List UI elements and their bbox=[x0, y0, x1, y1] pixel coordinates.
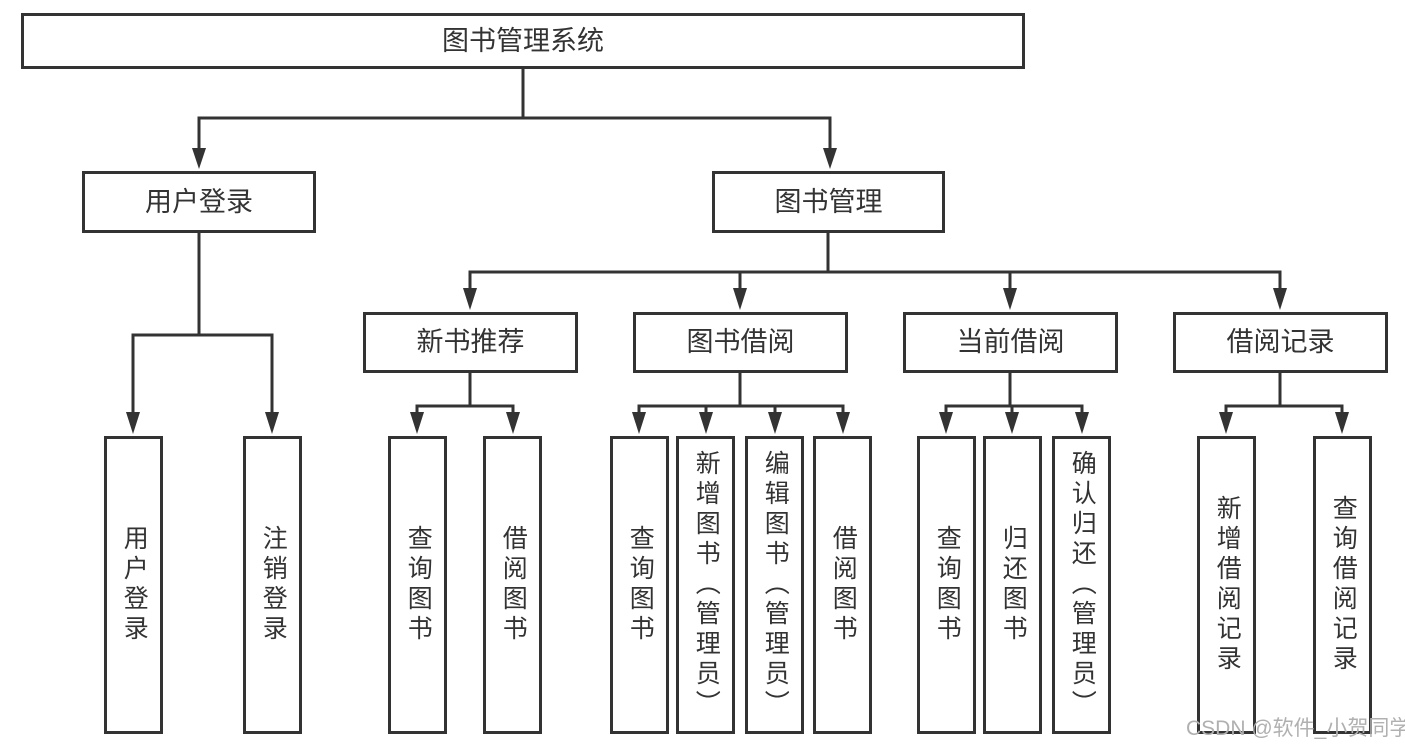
node-label: 注销登录 bbox=[259, 525, 288, 645]
node-label: 新书推荐 bbox=[416, 327, 525, 357]
node-label: 图书管理 bbox=[774, 186, 883, 217]
csdn-watermark: CSDN @软件_小贺同学 bbox=[1186, 717, 1405, 740]
node-label: 新增图书（管理员） bbox=[692, 450, 721, 720]
node-label: 查询图书 bbox=[404, 525, 433, 645]
leaf-confirm-return-admin: 确认归还（管理员） bbox=[1052, 436, 1111, 734]
leaf-add-borrow-record: 新增借阅记录 bbox=[1197, 436, 1256, 734]
leaf-borrow-books: 借阅图书 bbox=[483, 436, 542, 734]
arrowheads bbox=[126, 148, 1349, 434]
node-label: 查询借阅记录 bbox=[1329, 495, 1358, 675]
leaf-borrow-books: 借阅图书 bbox=[813, 436, 872, 734]
node-label: 归还图书 bbox=[999, 525, 1028, 645]
node-label: 用户登录 bbox=[120, 525, 149, 645]
leaf-query-books: 查询图书 bbox=[917, 436, 976, 734]
node-label: 借阅图书 bbox=[829, 525, 858, 645]
node-label: 编辑图书（管理员） bbox=[761, 450, 790, 720]
node-book-borrowing: 图书借阅 bbox=[633, 312, 848, 373]
node-label: 用户登录 bbox=[145, 186, 253, 217]
node-label: 查询图书 bbox=[933, 525, 962, 645]
node-borrowing-records: 借阅记录 bbox=[1173, 312, 1388, 373]
node-label: 借阅记录 bbox=[1226, 327, 1335, 357]
node-library-management-system: 图书管理系统 bbox=[21, 13, 1025, 69]
node-new-book-recommendation: 新书推荐 bbox=[363, 312, 578, 373]
node-label: 图书借阅 bbox=[686, 327, 795, 357]
leaf-add-book-admin: 新增图书（管理员） bbox=[676, 436, 735, 734]
leaf-return-book: 归还图书 bbox=[983, 436, 1042, 734]
node-label: 图书管理系统 bbox=[442, 25, 604, 56]
node-current-borrowing: 当前借阅 bbox=[903, 312, 1118, 373]
node-label: 借阅图书 bbox=[499, 525, 528, 645]
node-label: 新增借阅记录 bbox=[1213, 495, 1242, 675]
leaf-edit-book-admin: 编辑图书（管理员） bbox=[745, 436, 804, 734]
leaf-logout: 注销登录 bbox=[243, 436, 302, 734]
node-label: 查询图书 bbox=[626, 525, 655, 645]
node-label: 确认归还（管理员） bbox=[1068, 450, 1097, 720]
leaf-user-login: 用户登录 bbox=[104, 436, 163, 734]
leaf-query-borrow-record: 查询借阅记录 bbox=[1313, 436, 1372, 734]
node-user-login: 用户登录 bbox=[82, 171, 316, 233]
node-label: 当前借阅 bbox=[956, 327, 1065, 357]
leaf-query-books: 查询图书 bbox=[388, 436, 447, 734]
leaf-query-books: 查询图书 bbox=[610, 436, 669, 734]
node-book-management: 图书管理 bbox=[712, 171, 945, 233]
